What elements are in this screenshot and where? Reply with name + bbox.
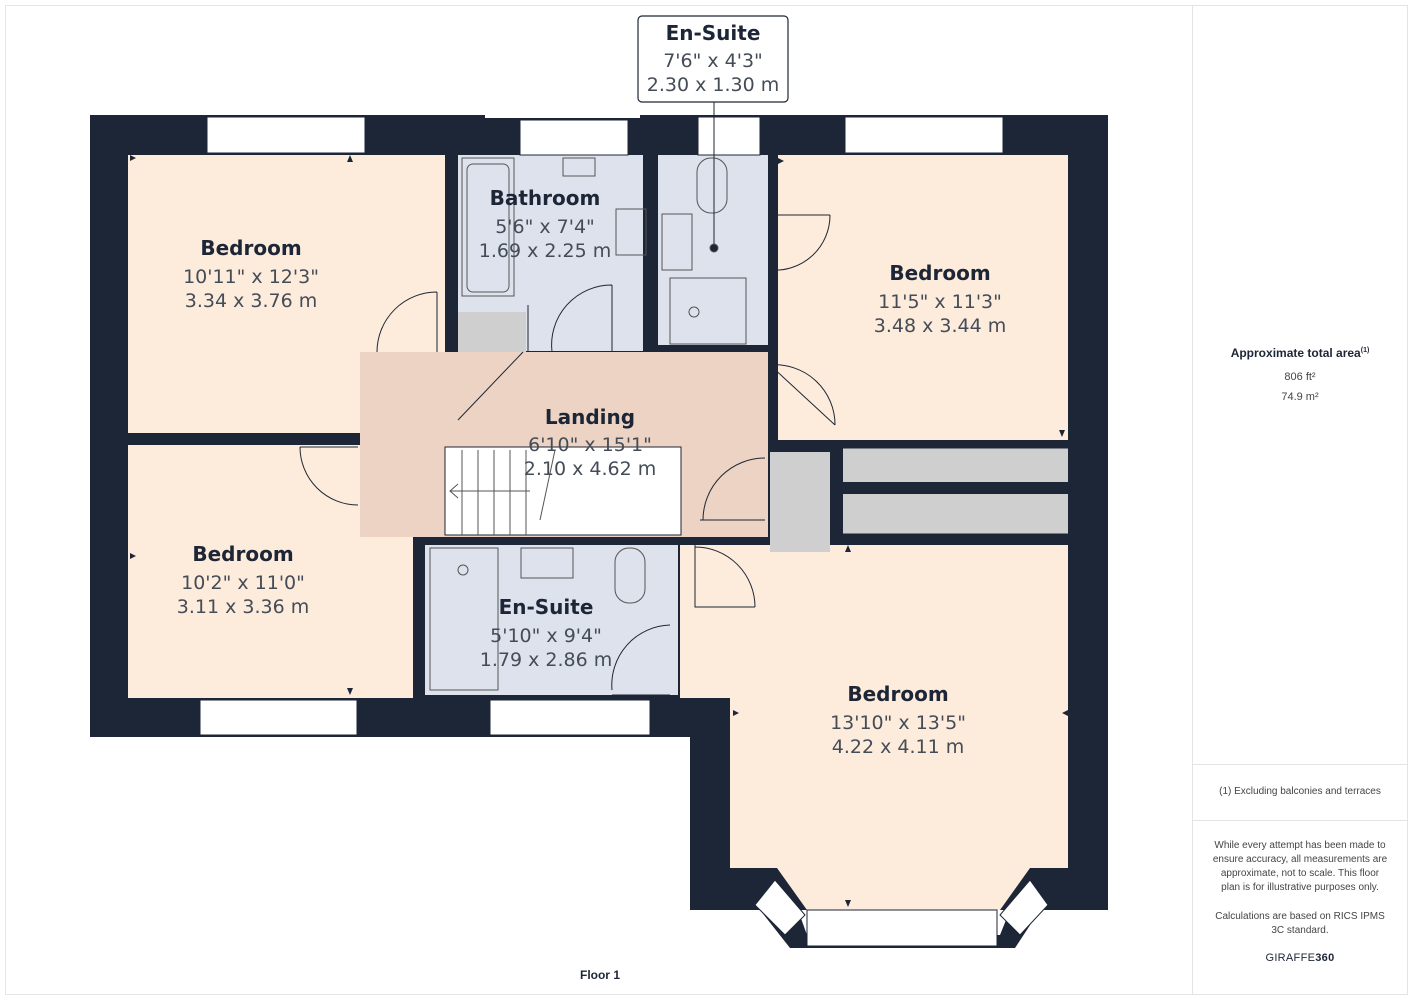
fixtures bbox=[429, 95, 747, 691]
room-metric: 3.11 x 3.36 m bbox=[177, 596, 309, 618]
wardrobe bbox=[843, 448, 1068, 482]
area-sqm: 74.9 m² bbox=[1281, 391, 1319, 403]
area-footnote-marker: (1) bbox=[1360, 347, 1370, 354]
storage-cupboard bbox=[458, 312, 526, 352]
brand-logo: GIRAFFE360 bbox=[1193, 952, 1407, 964]
room-name: Bathroom bbox=[490, 186, 601, 210]
room-name: Bedroom bbox=[847, 682, 948, 706]
room-metric: 3.34 x 3.76 m bbox=[185, 290, 317, 312]
room-name: Bedroom bbox=[192, 542, 293, 566]
doors bbox=[299, 214, 836, 696]
bedroom-4-floor bbox=[680, 545, 1068, 910]
callout-imperial: 7'6" x 4'3" bbox=[663, 50, 763, 72]
ensuite-bottom-floor bbox=[425, 545, 678, 695]
room-name: En-Suite bbox=[499, 595, 594, 619]
room-imperial: 5'6" x 7'4" bbox=[495, 216, 595, 238]
disclaimer: While every attempt has been made to ens… bbox=[1212, 840, 1388, 893]
room-imperial: 11'5" x 11'3" bbox=[878, 291, 1002, 313]
brand-number: 360 bbox=[1315, 952, 1335, 964]
room-metric: 2.10 x 4.62 m bbox=[524, 458, 656, 480]
room-imperial: 10'2" x 11'0" bbox=[181, 572, 305, 594]
room-name: Landing bbox=[545, 405, 635, 429]
dimension-ticks bbox=[130, 155, 1068, 907]
floor-plan: En-Suite 7'6" x 4'3" 2.30 x 1.30 m Bedro… bbox=[90, 15, 1108, 948]
footnote: (1) Excluding balconies and terraces bbox=[1219, 786, 1381, 797]
room-name: Bedroom bbox=[200, 236, 301, 260]
wardrobe bbox=[843, 494, 1068, 534]
room-metric: 1.79 x 2.86 m bbox=[480, 649, 612, 671]
area-sqft: 806 ft² bbox=[1284, 371, 1316, 383]
info-panel: Approximate total area(1) 806 ft² 74.9 m… bbox=[1192, 5, 1408, 995]
divider bbox=[1193, 764, 1407, 765]
area-title-block: Approximate total area(1) bbox=[1193, 346, 1407, 360]
staircase bbox=[449, 449, 556, 535]
room-metric: 3.48 x 3.44 m bbox=[874, 315, 1006, 337]
room-imperial: 10'11" x 12'3" bbox=[183, 266, 319, 288]
divider bbox=[1193, 820, 1407, 821]
room-imperial: 5'10" x 9'4" bbox=[490, 625, 602, 647]
callout-metric: 2.30 x 1.30 m bbox=[647, 74, 779, 96]
room-imperial: 6'10" x 15'1" bbox=[528, 434, 652, 456]
area-title: Approximate total area bbox=[1230, 346, 1361, 360]
callout-name: En-Suite bbox=[666, 21, 761, 45]
room-imperial: 13'10" x 13'5" bbox=[830, 712, 966, 734]
windows bbox=[199, 116, 1049, 947]
ensuite-callout bbox=[637, 15, 789, 103]
brand-name: GIRAFFE bbox=[1265, 952, 1316, 964]
room-metric: 1.69 x 2.25 m bbox=[479, 240, 611, 262]
standard-note: Calculations are based on RICS IPMS 3C s… bbox=[1215, 911, 1385, 936]
storage-cupboard bbox=[770, 452, 830, 552]
room-name: Bedroom bbox=[889, 261, 990, 285]
room-metric: 4.22 x 4.11 m bbox=[832, 736, 964, 758]
floor-label: Floor 1 bbox=[579, 968, 620, 982]
